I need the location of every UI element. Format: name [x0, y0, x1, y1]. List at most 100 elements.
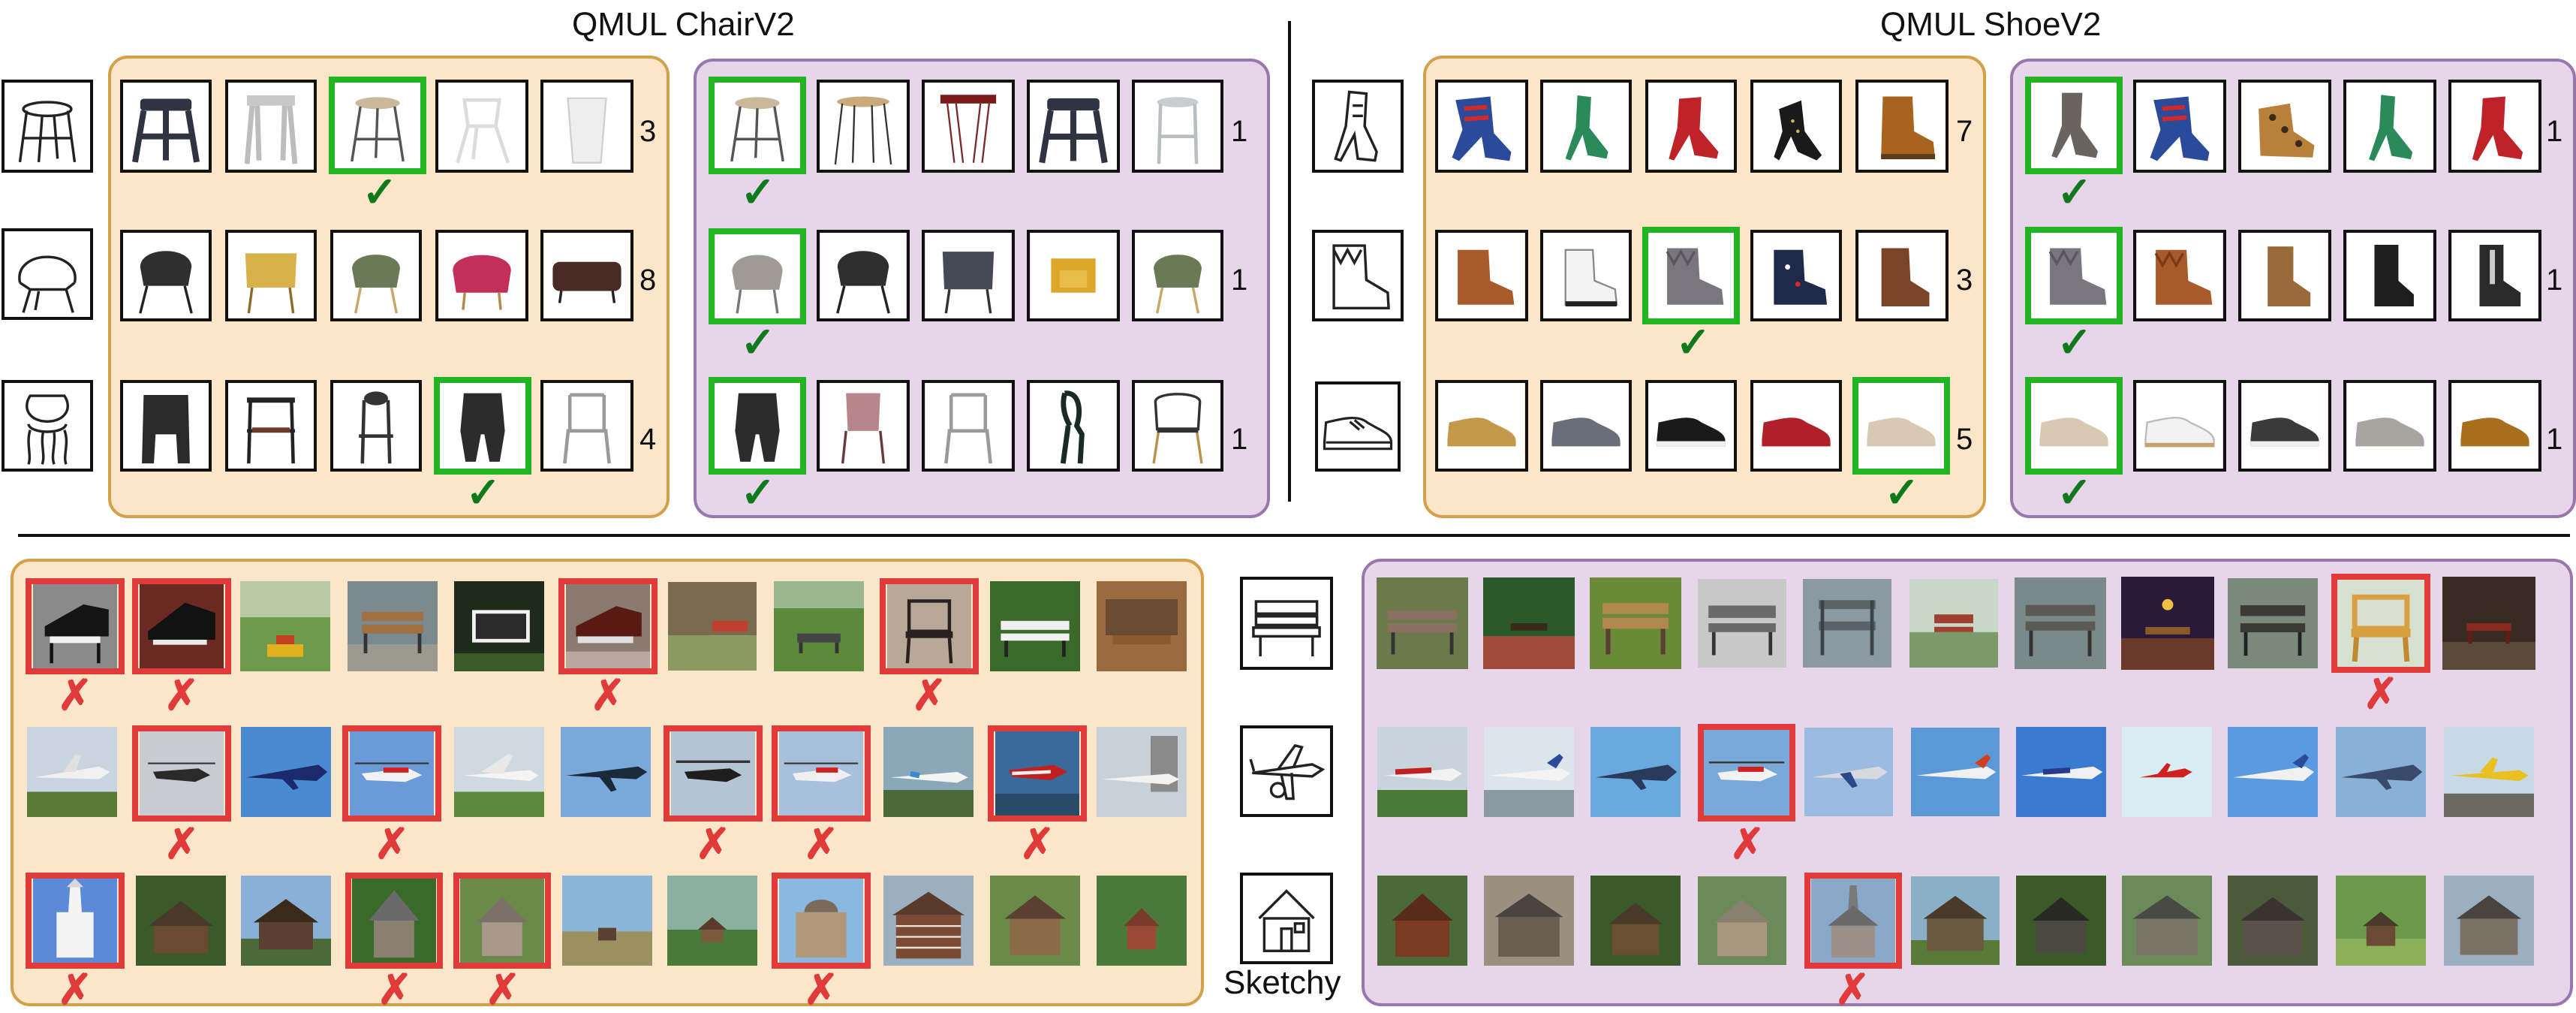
retrieved-photo [347, 581, 438, 671]
retrieved-photo [1911, 727, 2000, 817]
retrieved-photo-wrong [664, 725, 763, 822]
retrieved-photo-wrong [26, 578, 125, 674]
retrieval-rank: 1 [1231, 115, 1248, 148]
retrieved-image [1435, 230, 1528, 321]
retrieval-rank: 3 [639, 115, 657, 148]
retrieved-photo [1590, 577, 1681, 670]
retrieved-image [2448, 80, 2541, 173]
retrieved-photo [1483, 876, 1575, 966]
retrieval-rank: 5 [1956, 423, 1973, 456]
retrieved-photo-wrong [2331, 574, 2430, 673]
retrieved-image [1540, 80, 1632, 173]
retrieved-image [2133, 230, 2226, 321]
sketchy-query-sketch [1240, 725, 1333, 817]
chair-query-sketch [2, 380, 93, 472]
retrieval-rank: 1 [2546, 423, 2563, 456]
retrieved-photo-wrong [988, 725, 1087, 822]
retrieved-image-match [1852, 377, 1950, 475]
retrieved-photo [2016, 727, 2106, 817]
retrieved-image [1750, 230, 1842, 321]
retrieved-image [2133, 380, 2226, 472]
sketchy-query-sketch [1240, 873, 1333, 964]
retrieved-image [540, 230, 633, 321]
retrieved-photo [989, 581, 1081, 671]
retrieved-image-match [709, 77, 806, 174]
retrieved-image-match [2025, 227, 2123, 324]
retrieved-image [1435, 380, 1528, 472]
retrieved-photo [883, 727, 974, 817]
cross-icon: ✗ [590, 671, 626, 719]
retrieved-image [540, 380, 633, 472]
retrieved-image [225, 380, 317, 472]
retrieved-photo [2228, 577, 2318, 670]
check-icon: ✓ [1884, 469, 1920, 516]
retrieved-image [922, 230, 1015, 321]
retrieval-rank: 1 [1231, 264, 1248, 297]
retrieved-image [120, 230, 212, 321]
retrieved-image [817, 80, 910, 173]
retrieved-photo-wrong [1698, 724, 1795, 822]
retrieved-image [435, 230, 528, 321]
retrieved-photo [2442, 727, 2535, 817]
retrieved-image [1027, 380, 1120, 472]
retrieved-photo [1590, 876, 1681, 966]
retrieved-image [922, 380, 1015, 472]
cross-icon: ✗ [57, 671, 93, 719]
retrieved-photo [240, 581, 330, 671]
check-icon: ✓ [740, 318, 776, 366]
retrieved-photo [2228, 876, 2318, 966]
retrieved-photo [453, 581, 545, 671]
retrieved-photo [561, 876, 653, 966]
retrieved-photo [2228, 727, 2318, 817]
shoe-query-sketch [1315, 381, 1401, 472]
cross-icon: ✗ [374, 820, 410, 867]
retrieved-photo [560, 727, 652, 817]
retrieved-photo [989, 876, 1081, 966]
retrieved-photo [2442, 876, 2535, 966]
retrieved-image-match [2025, 77, 2123, 174]
retrieved-image-match [709, 228, 806, 324]
retrieved-image [922, 80, 1015, 173]
retrieved-photo-wrong [26, 873, 125, 969]
retrieved-photo-wrong [132, 578, 231, 674]
retrieved-photo [1377, 876, 1468, 966]
retrieved-image [1027, 230, 1120, 321]
retrieval-rank: 8 [639, 264, 657, 297]
retrieved-photo [667, 876, 758, 966]
retrieved-photo-wrong [132, 725, 231, 822]
retrieved-photo [26, 727, 119, 817]
cross-icon: ✗ [164, 820, 200, 867]
check-icon: ✓ [1675, 318, 1711, 366]
check-icon: ✓ [362, 168, 398, 216]
retrieved-image [540, 80, 633, 173]
check-icon: ✓ [2057, 318, 2093, 366]
retrieval-rank: 3 [1956, 264, 1973, 297]
retrieved-image [1540, 230, 1632, 321]
retrieved-image [1855, 230, 1949, 321]
retrieved-photo [2334, 876, 2427, 966]
cross-icon: ✗ [911, 671, 947, 719]
retrieved-photo [1377, 727, 1468, 817]
retrieved-photo [2016, 876, 2106, 966]
check-icon: ✓ [740, 469, 776, 516]
retrieved-photo-wrong [558, 578, 658, 674]
retrieved-image [120, 80, 212, 173]
cross-icon: ✗ [57, 966, 93, 1013]
retrieved-photo [2121, 577, 2214, 670]
cross-icon: ✗ [1729, 820, 1765, 867]
chair-query-sketch [2, 228, 93, 320]
retrieved-image [1750, 80, 1842, 173]
retrieved-image [1645, 380, 1737, 472]
check-icon: ✓ [2057, 168, 2093, 216]
retrieved-image [817, 380, 910, 472]
check-icon: ✓ [740, 168, 776, 216]
retrieved-image [2343, 380, 2436, 472]
retrieved-photo [773, 581, 865, 671]
retrieved-photo [1911, 876, 2000, 966]
retrieved-photo [240, 727, 332, 817]
retrieved-image-match [709, 377, 806, 475]
cross-icon: ✗ [1834, 966, 1870, 1013]
retrieved-photo-wrong [880, 578, 979, 674]
retrieved-photo [1698, 577, 1786, 670]
shoe-query-sketch [1312, 80, 1404, 173]
